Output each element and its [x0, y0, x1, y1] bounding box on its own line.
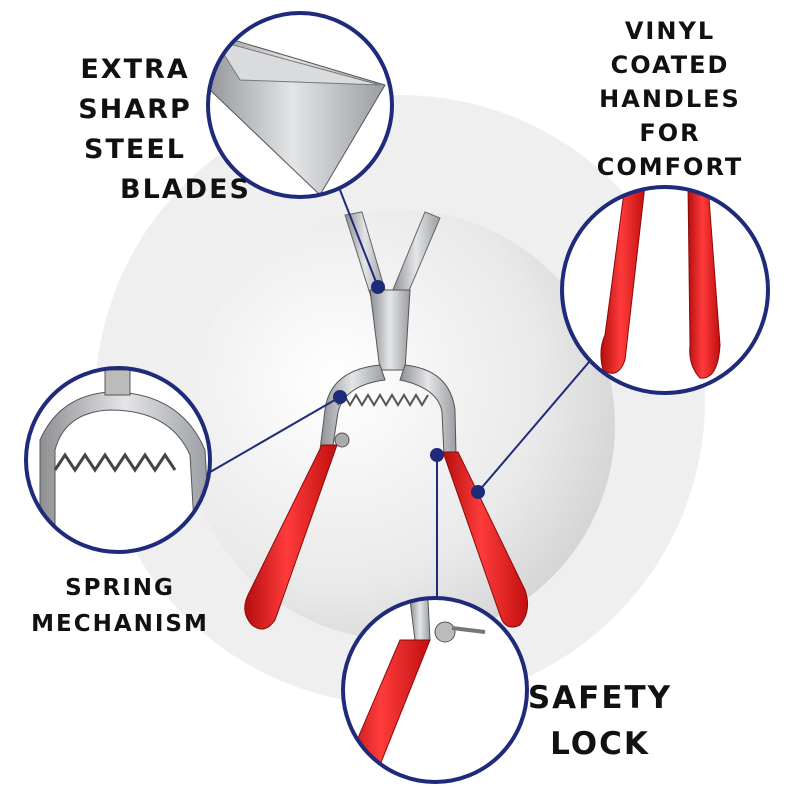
callout-handles: [560, 185, 770, 395]
label-line: STEEL: [84, 134, 186, 165]
label-line: SAFETY: [527, 680, 673, 716]
label-spring: SPRING MECHANISM: [20, 570, 220, 642]
callout-blades: [206, 11, 394, 199]
label-line: BLADES: [120, 174, 251, 205]
label-line: SHARP: [78, 94, 192, 125]
callout-safety-lock: [341, 596, 529, 784]
label-line: LOCK: [550, 726, 650, 762]
callout-connectors: [204, 189, 596, 598]
label-line: SPRING: [65, 575, 175, 601]
label-safety-lock: SAFETY LOCK: [525, 675, 675, 767]
pruner-image: [244, 211, 529, 630]
label-line: HANDLES: [599, 85, 741, 113]
callout-spring: [24, 366, 212, 554]
label-line: COMFORT: [596, 153, 744, 181]
label-line: FOR: [639, 119, 701, 147]
label-handles: VINYL COATED HANDLES FOR COMFORT: [590, 14, 750, 184]
label-blades: EXTRA SHARP STEEL BLADES: [70, 50, 251, 210]
label-line: EXTRA: [80, 54, 190, 85]
label-line: VINYL: [624, 17, 716, 45]
label-line: MECHANISM: [31, 611, 209, 637]
label-line: COATED: [610, 51, 730, 79]
